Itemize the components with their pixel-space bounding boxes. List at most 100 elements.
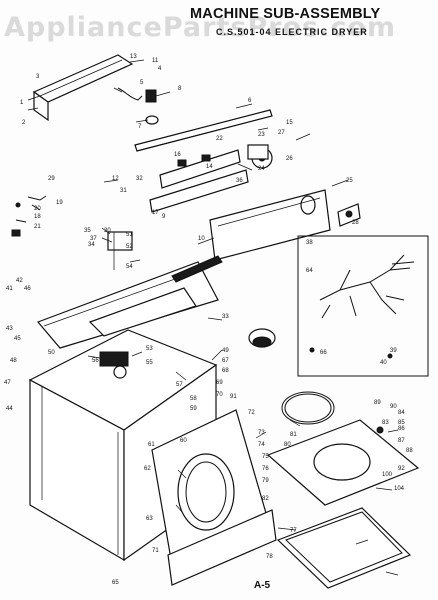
model-subtitle: C.S.501-04 ELECTRIC DRYER [216, 27, 368, 37]
callout-label: 92 [398, 466, 405, 472]
callout-label: 64 [306, 268, 313, 274]
timer-bracket[interactable] [159, 149, 241, 189]
callout-label: 59 [190, 406, 197, 412]
callout-label: 73 [258, 430, 265, 436]
callout-label: 39 [390, 348, 397, 354]
callout-label: 58 [190, 396, 197, 402]
callout-label: 55 [146, 360, 153, 366]
callout-label: 83 [382, 420, 389, 426]
callout-label: 87 [398, 438, 405, 444]
callout-label: 13 [130, 54, 137, 60]
callout-labels: 1 2 3 4 5 6 7 8 9 10 11 12 13 14 15 16 1… [4, 54, 413, 586]
page-title: MACHINE SUB-ASSEMBLY [190, 6, 381, 22]
callout-label: 84 [398, 410, 405, 416]
console-backsplash[interactable] [32, 54, 134, 122]
callout-label: 16 [174, 152, 181, 158]
callout-label: 69 [216, 380, 223, 386]
front-console-panel[interactable] [209, 189, 331, 261]
callout-label: 21 [34, 224, 41, 230]
callout-label: 49 [222, 348, 229, 354]
callout-label: 15 [286, 120, 293, 126]
callout-label: 43 [6, 326, 13, 332]
callout-label: 8 [178, 86, 182, 92]
callout-label: 9 [162, 214, 166, 220]
callout-label: 40 [380, 360, 387, 366]
callout-label: 36 [236, 178, 243, 184]
watermark: AppliancePartsPros.com [4, 12, 397, 43]
drum-seal-ring[interactable] [248, 328, 276, 348]
callout-label: 61 [148, 442, 155, 448]
top-rail[interactable] [134, 109, 273, 152]
callout-label: 77 [290, 528, 297, 534]
callout-label: 23 [258, 132, 265, 138]
page-number: A-5 [254, 580, 271, 591]
callout-label: 71 [152, 548, 159, 554]
callout-label: 38 [306, 240, 313, 246]
callout-label: 30 [104, 228, 111, 234]
lint-screen[interactable] [171, 255, 223, 283]
callout-label: 37 [90, 236, 97, 242]
toe-panel[interactable] [167, 509, 277, 586]
wiring-harness-inset[interactable] [297, 235, 429, 377]
callout-label: 63 [146, 516, 153, 522]
callout-label: 88 [406, 448, 413, 454]
callout-label: 100 [382, 472, 393, 478]
leader-lines [27, 59, 399, 576]
callout-label: 31 [120, 188, 127, 194]
callout-label: 20 [34, 206, 41, 212]
access-cover[interactable] [276, 507, 412, 589]
callout-label: 50 [48, 350, 55, 356]
callout-label: 70 [216, 392, 223, 398]
callout-label: 74 [258, 442, 265, 448]
callout-label: 45 [14, 336, 21, 342]
callout-label: 85 [398, 420, 405, 426]
exhaust-duct[interactable] [113, 365, 127, 379]
callout-label: 25 [346, 178, 353, 184]
base-plate[interactable] [266, 419, 420, 506]
callout-label: 22 [216, 136, 223, 142]
callout-label: 26 [286, 156, 293, 162]
control-panel[interactable] [149, 169, 249, 213]
callout-label: 91 [230, 394, 237, 400]
callout-label: 42 [16, 278, 23, 284]
wire-harness-small[interactable] [117, 87, 143, 101]
callout-label: 1 [20, 100, 24, 106]
callout-label: 68 [222, 368, 229, 374]
door-switch[interactable] [337, 203, 361, 227]
callout-label: 34 [88, 242, 95, 248]
callout-label: 62 [144, 466, 151, 472]
callout-label: 6 [248, 98, 252, 104]
callout-label: 48 [10, 358, 17, 364]
callout-label: 3 [36, 74, 40, 80]
callout-label: 53 [146, 346, 153, 352]
callout-label: 12 [112, 176, 119, 182]
callout-label: 52 [126, 244, 133, 250]
motor-and-blower[interactable] [247, 144, 273, 169]
callout-label: 79 [262, 478, 269, 484]
callout-label: 104 [394, 486, 405, 492]
callout-label: 35 [84, 228, 91, 234]
control-knob-part[interactable] [145, 89, 159, 125]
callout-label: 60 [180, 438, 187, 444]
callout-label: 5 [140, 80, 144, 86]
callout-label: 89 [374, 400, 381, 406]
callout-label: 14 [206, 164, 213, 170]
callout-label: 18 [34, 214, 41, 220]
small-hardware-left[interactable] [11, 195, 47, 237]
callout-label: 56 [92, 358, 99, 364]
callout-label: 33 [222, 314, 229, 320]
callout-label: 75 [262, 454, 269, 460]
callout-label: 46 [24, 286, 31, 292]
door-seal-gasket[interactable] [281, 391, 335, 425]
thermostat-bracket[interactable] [107, 231, 133, 270]
callout-label: 32 [136, 176, 143, 182]
callout-label: 54 [126, 264, 133, 270]
callout-label: 66 [320, 350, 327, 356]
callout-label: 76 [262, 466, 269, 472]
callout-label: 65 [112, 580, 119, 586]
callout-label: 80 [284, 442, 291, 448]
callout-label: 51 [126, 232, 133, 238]
callout-label: 82 [262, 496, 269, 502]
callout-label: 90 [390, 404, 397, 410]
